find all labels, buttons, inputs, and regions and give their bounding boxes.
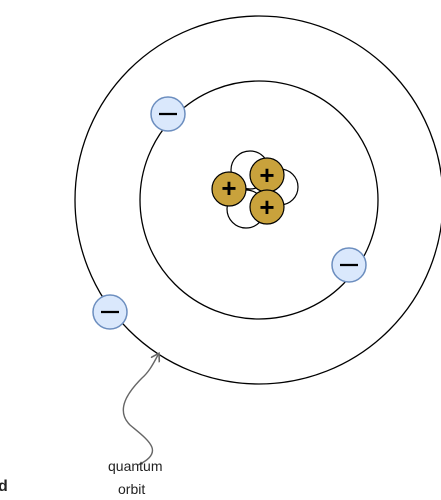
annotation-label-line-1: quantum	[108, 458, 163, 474]
edge-glyph: d	[0, 478, 8, 495]
electron	[92, 294, 128, 330]
annotation-arrow	[122, 355, 158, 466]
inner-orbit	[139, 80, 379, 320]
proton: +	[211, 171, 247, 207]
outer-orbit	[74, 15, 441, 385]
proton-sign: +	[259, 192, 274, 222]
proton-sign: +	[221, 173, 236, 203]
nucleus: + + +	[211, 150, 299, 229]
annotation-label-line-2: orbit	[118, 481, 146, 497]
proton: +	[249, 189, 285, 225]
electron	[150, 96, 186, 132]
electron	[331, 247, 367, 283]
proton: +	[249, 157, 285, 193]
proton-sign: +	[259, 160, 274, 190]
